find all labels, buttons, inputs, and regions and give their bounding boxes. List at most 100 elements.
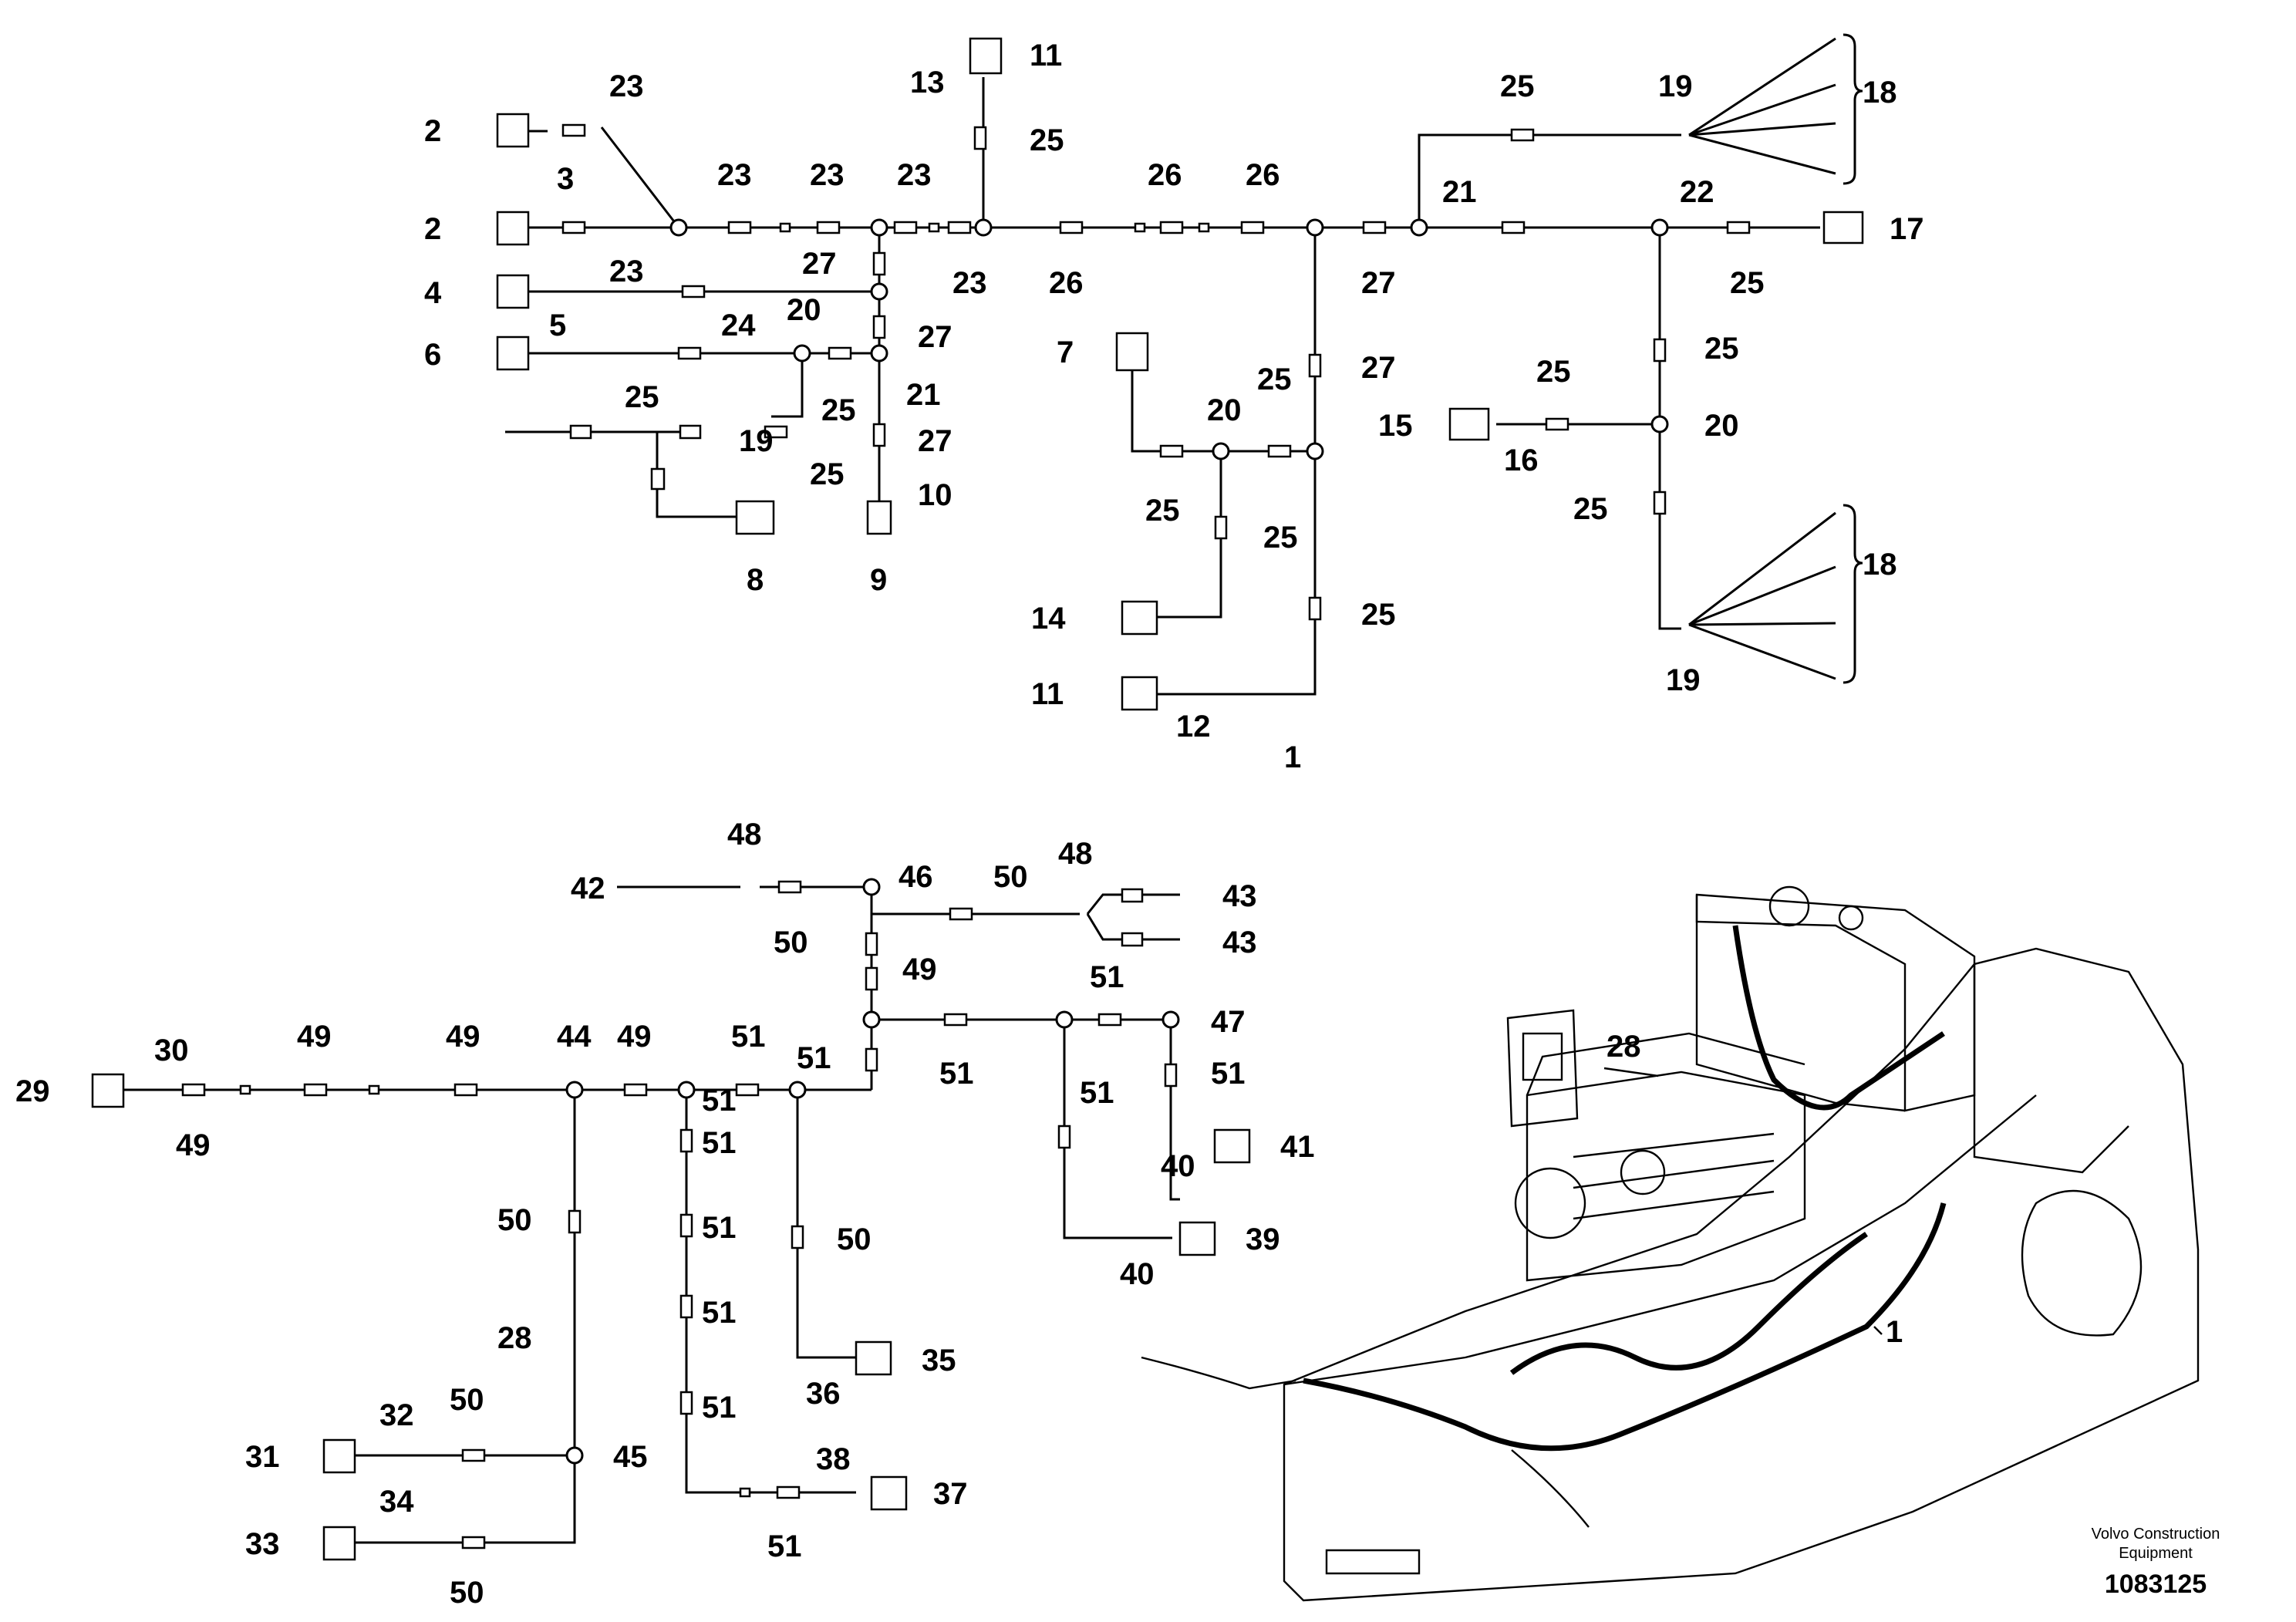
callout-17: 17 (1890, 212, 1924, 246)
callout-51: 51 (1090, 960, 1124, 994)
inline-connectors (561, 123, 1751, 621)
callout-49: 49 (297, 1020, 332, 1054)
callout-33: 33 (245, 1527, 280, 1561)
callout-20: 20 (787, 293, 821, 327)
upper-harness-schematic: 2 2 3 23 23 23 23 23 23 4 5 24 6 25 20 2… (424, 33, 1924, 774)
callout-51: 51 (702, 1211, 737, 1245)
callout-10: 10 (918, 478, 952, 512)
callout-51: 51 (939, 1057, 974, 1091)
callout-43: 43 (1222, 926, 1257, 959)
callout-38: 38 (816, 1442, 851, 1476)
callout-3: 3 (557, 162, 574, 196)
callout-2: 2 (424, 114, 441, 148)
callout-25: 25 (1536, 355, 1571, 389)
callout-25: 25 (1257, 363, 1292, 396)
brand-line-2: Equipment (2119, 1545, 2193, 1562)
callout-51: 51 (702, 1126, 737, 1160)
image-reference-number: 1083125 (2105, 1570, 2207, 1599)
callout-50: 50 (450, 1576, 484, 1610)
callout-43: 43 (1222, 879, 1257, 913)
callout-1: 1 (1284, 740, 1301, 774)
callout-50: 50 (993, 860, 1028, 894)
callout-50: 50 (497, 1203, 532, 1237)
callout-49: 49 (902, 953, 937, 986)
callout-51: 51 (702, 1084, 737, 1118)
callout-18: 18 (1863, 548, 1897, 582)
callout-23: 23 (717, 158, 752, 192)
lower-harness-schematic: 42 48 50 46 50 48 43 43 49 51 47 51 51 5… (15, 818, 1315, 1610)
callout-15: 15 (1378, 409, 1413, 443)
callout-23: 23 (609, 69, 644, 103)
callout-20: 20 (1207, 393, 1242, 427)
callout-25: 25 (1730, 266, 1765, 300)
callout-25: 25 (1145, 494, 1180, 528)
lower-inline-connectors (181, 880, 1178, 1549)
callout-51: 51 (1080, 1076, 1114, 1110)
callout-27: 27 (1361, 266, 1396, 300)
callout-48: 48 (1058, 837, 1093, 871)
callout-26: 26 (1148, 158, 1182, 192)
callout-49: 49 (176, 1128, 211, 1162)
callout-27: 27 (918, 424, 952, 458)
callout-21: 21 (906, 378, 941, 412)
callout-11: 11 (1031, 677, 1064, 711)
callout-49: 49 (446, 1020, 480, 1054)
callout-31: 31 (245, 1440, 280, 1474)
callout-27: 27 (802, 247, 837, 281)
callout-48: 48 (727, 818, 762, 851)
callout-29: 29 (15, 1074, 50, 1108)
callout-9: 9 (870, 563, 887, 597)
callout-18: 18 (1863, 76, 1897, 110)
callout-26: 26 (1246, 158, 1280, 192)
callout-2: 2 (424, 212, 441, 246)
machine-illustration (1141, 885, 2200, 1602)
callout-20: 20 (1704, 409, 1739, 443)
callout-23: 23 (952, 266, 987, 300)
callout-25: 25 (1573, 492, 1608, 526)
callout-13: 13 (910, 66, 945, 99)
callout-35: 35 (922, 1344, 956, 1378)
callout-51: 51 (1211, 1057, 1246, 1091)
callout-45: 45 (613, 1440, 648, 1474)
callout-40: 40 (1161, 1149, 1195, 1183)
callout-19: 19 (1666, 663, 1701, 697)
callout-22: 22 (1680, 175, 1714, 209)
callout-19: 19 (1658, 69, 1693, 103)
callout-25: 25 (1361, 598, 1396, 632)
callout-34: 34 (379, 1485, 414, 1519)
callout-5: 5 (549, 309, 566, 342)
callout-25: 25 (1263, 521, 1298, 555)
callout-16: 16 (1504, 443, 1539, 477)
callout-51: 51 (797, 1041, 831, 1075)
callout-39: 39 (1246, 1222, 1280, 1256)
callout-50: 50 (450, 1383, 484, 1417)
callout-47: 47 (1211, 1005, 1246, 1039)
callout-27: 27 (918, 320, 952, 354)
callout-51: 51 (702, 1296, 737, 1330)
callout-26: 26 (1049, 266, 1084, 300)
callout-32: 32 (379, 1398, 414, 1432)
callout-1: 1 (1886, 1315, 1903, 1349)
callout-28: 28 (1607, 1030, 1641, 1064)
callout-21: 21 (1442, 175, 1477, 209)
callout-25: 25 (810, 457, 845, 491)
callout-8: 8 (747, 563, 764, 597)
callout-49: 49 (617, 1020, 652, 1054)
callout-24: 24 (721, 309, 756, 342)
callout-25: 25 (1704, 332, 1739, 366)
callout-42: 42 (571, 872, 605, 905)
callout-40: 40 (1120, 1257, 1155, 1291)
callout-51: 51 (731, 1020, 766, 1054)
callout-14: 14 (1031, 602, 1066, 636)
callout-25: 25 (1030, 123, 1064, 157)
callout-46: 46 (899, 860, 933, 894)
callout-44: 44 (557, 1020, 592, 1054)
callout-41: 41 (1280, 1130, 1315, 1164)
callout-37: 37 (933, 1477, 968, 1511)
callout-19: 19 (739, 424, 774, 458)
callout-50: 50 (774, 926, 808, 959)
callout-25: 25 (821, 393, 856, 427)
callout-36: 36 (806, 1377, 841, 1411)
callout-6: 6 (424, 338, 441, 372)
